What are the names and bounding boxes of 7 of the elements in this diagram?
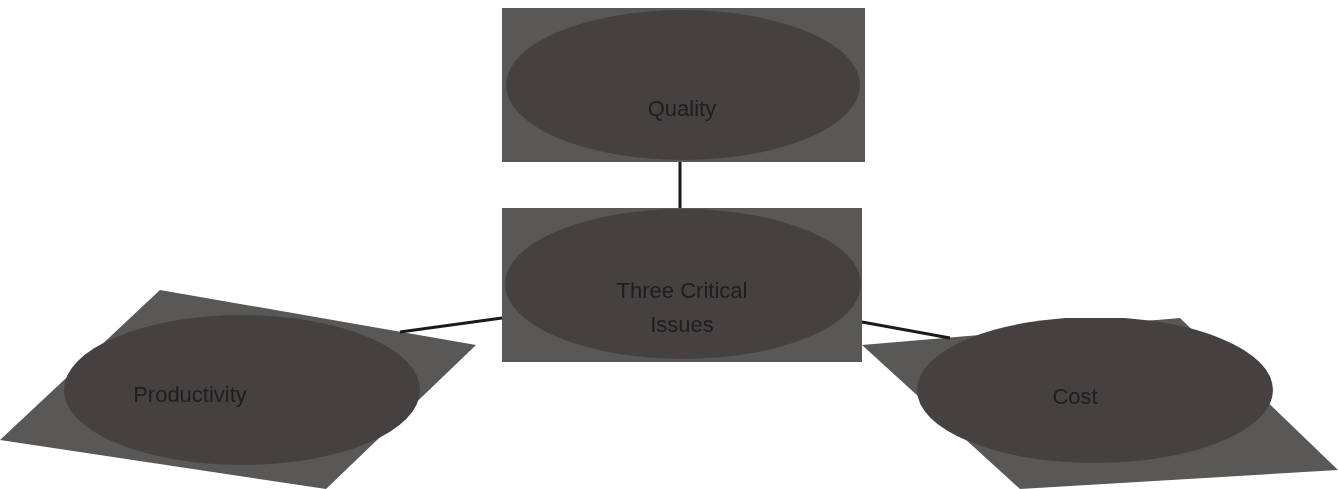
parallelogram-node <box>0 290 476 489</box>
connector-line <box>861 320 951 340</box>
rectangle-node <box>502 8 865 162</box>
connector-line <box>678 162 682 208</box>
rectangle-node <box>502 208 862 362</box>
connector-line <box>399 316 503 334</box>
parallelogram-node <box>862 318 1338 489</box>
